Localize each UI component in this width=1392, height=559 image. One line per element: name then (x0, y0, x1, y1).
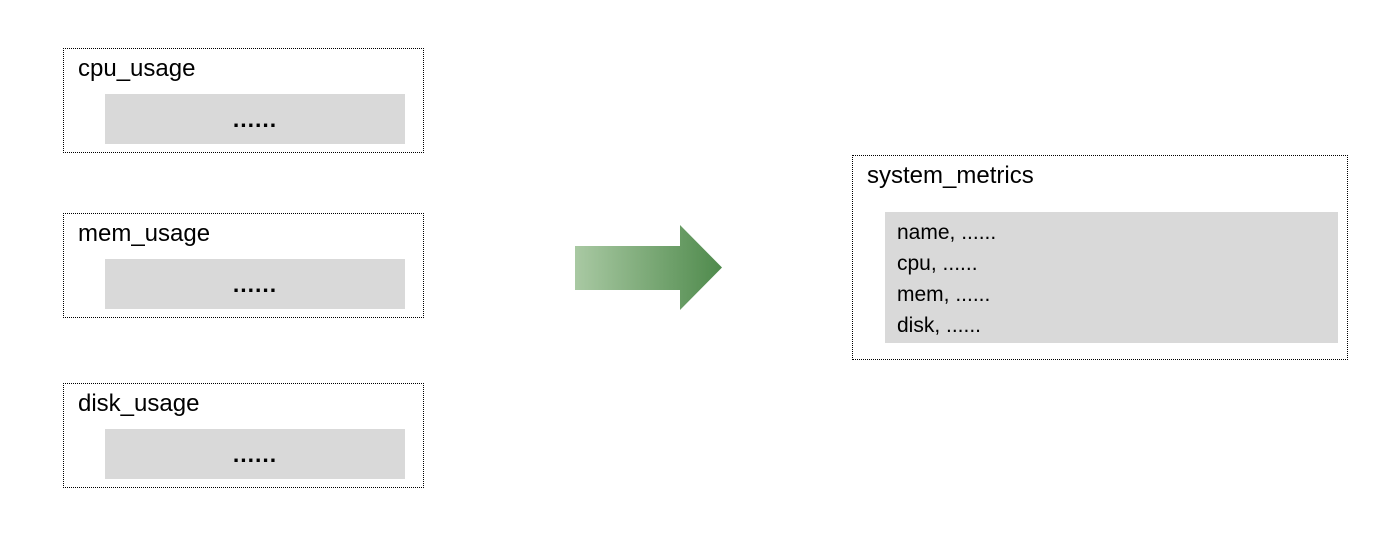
column-row: mem, ...... (897, 283, 991, 306)
table-rows-placeholder-bar: ...... (105, 259, 405, 309)
table-title: disk_usage (78, 390, 200, 417)
rows-placeholder-text: ...... (232, 105, 278, 132)
table-box-system-metrics: system_metrics name, ...... cpu, ...... … (852, 155, 1348, 360)
column-row: disk, ...... (897, 314, 982, 337)
table-title: system_metrics (867, 162, 1034, 189)
merged-columns-panel: name, ...... cpu, ...... mem, ...... dis… (885, 212, 1338, 343)
table-rows-placeholder-bar: ...... (105, 94, 405, 144)
rows-placeholder-text: ...... (232, 270, 278, 297)
table-box-mem-usage: mem_usage ...... (63, 213, 424, 318)
column-row: cpu, ...... (897, 252, 978, 275)
table-title: cpu_usage (78, 55, 196, 82)
table-rows-placeholder-bar: ...... (105, 429, 405, 479)
rows-placeholder-text: ...... (232, 440, 278, 467)
column-row: name, ...... (897, 221, 997, 244)
table-box-disk-usage: disk_usage ...... (63, 383, 424, 488)
merge-arrow-icon (575, 225, 722, 310)
table-box-cpu-usage: cpu_usage ...... (63, 48, 424, 153)
table-title: mem_usage (78, 220, 211, 247)
